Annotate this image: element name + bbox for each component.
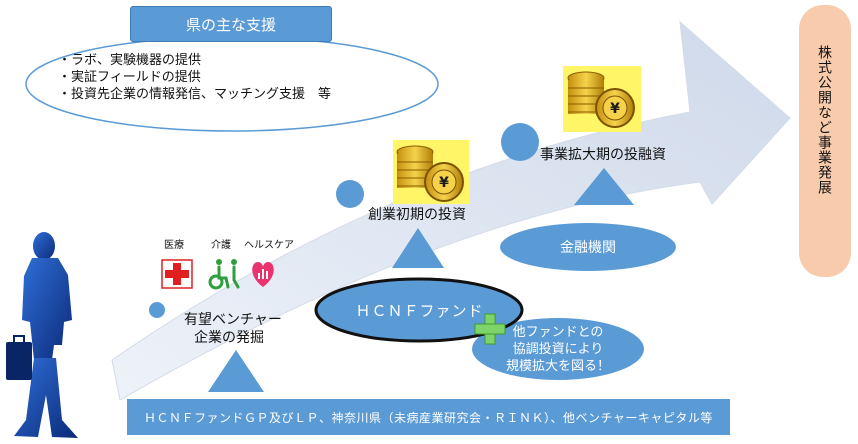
coop-line: 他ファンドとの <box>512 324 604 340</box>
result-label: 株式公開など事業発展 <box>816 45 832 195</box>
triangle-expansion <box>574 168 634 205</box>
result-box <box>799 5 851 277</box>
svg-text:¥: ¥ <box>439 175 449 191</box>
fund-ellipse <box>314 277 524 343</box>
heart-icon <box>252 262 274 287</box>
bank-ellipse <box>500 223 676 271</box>
stage-dot-2 <box>336 180 364 208</box>
stage-dot-3 <box>501 123 539 161</box>
coop-line: 協調投資により <box>512 341 604 357</box>
care-label: 介護 <box>211 240 231 251</box>
support-item: 実証フィールドの提供 <box>58 69 418 86</box>
plus-icon <box>474 313 506 345</box>
stage-label-expansion: 事業拡大期の投融資 <box>540 147 666 163</box>
investor-bar-text: ＨＣＮＦファンドＧＰ及びＬＰ、神奈川県（未病産業研究会・ＲＩＮＫ）、他ベンチャー… <box>144 410 713 425</box>
growth-arrow <box>111 20 791 401</box>
coin-stack-icon-expansion: ¥ <box>563 66 641 132</box>
triangle-startup <box>392 228 444 268</box>
medical-label: 医療 <box>164 240 184 251</box>
stage-label-startup: 創業初期の投資 <box>368 207 466 223</box>
coop-label: 他ファンドとの 協調投資により 規模拡大を図る！ <box>472 318 644 380</box>
support-title: 県の主な支援 <box>130 6 332 42</box>
svg-text:¥: ¥ <box>610 101 620 117</box>
support-item: ラボ、実験機器の提供 <box>58 52 418 69</box>
triangle-venture <box>208 350 264 392</box>
coop-ellipse <box>472 318 644 380</box>
investor-bar: ＨＣＮＦファンドＧＰ及びＬＰ、神奈川県（未病産業研究会・ＲＩＮＫ）、他ベンチャー… <box>127 399 730 435</box>
support-title-text: 県の主な支援 <box>185 15 276 34</box>
stage-dot-1 <box>149 302 165 318</box>
fund-label: ＨＣＮＦファンド <box>355 301 484 320</box>
support-item: 投資先企業の情報発信、マッチング支援 等 <box>58 86 418 103</box>
support-list: ラボ、実験機器の提供 実証フィールドの提供 投資先企業の情報発信、マッチング支援… <box>58 52 418 103</box>
medical-cross-icon <box>161 259 193 289</box>
healthcare-label: ヘルスケア <box>244 240 294 251</box>
stage-label-venture-1: 有望ベンチャー <box>184 312 282 328</box>
bank-label: 金融機関 <box>560 240 616 256</box>
coin-stack-icon-startup: ¥ <box>393 140 469 204</box>
businessman-icon <box>6 232 78 438</box>
coop-line: 規模拡大を図る！ <box>505 358 610 374</box>
wheelchair-icon <box>208 259 240 290</box>
stage-label-venture-2: 企業の発掘 <box>194 330 264 346</box>
